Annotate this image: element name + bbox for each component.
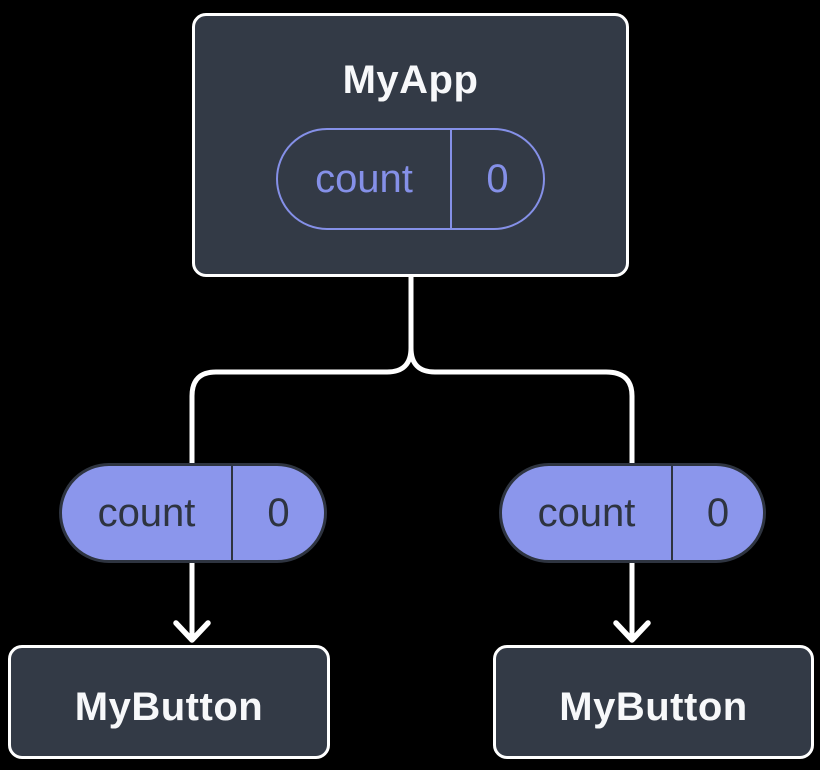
node-myapp: MyApp count 0: [192, 13, 629, 277]
mybutton-right-title: MyButton: [559, 685, 748, 729]
prop-value-label: 0: [706, 491, 730, 535]
state-value-label: 0: [486, 157, 509, 201]
branch-left-connector: [189, 347, 414, 463]
arrow-left-head-icon: [173, 620, 211, 643]
prop-key-label: count: [502, 466, 673, 560]
myapp-state-pill: count 0: [276, 128, 545, 230]
arrow-right-head-icon: [613, 620, 651, 643]
state-key-label: count: [278, 130, 452, 228]
node-mybutton-left: MyButton: [8, 645, 330, 759]
prop-pill-left: count 0: [59, 463, 327, 563]
prop-key-label: count: [62, 466, 233, 560]
mybutton-left-title: MyButton: [74, 685, 264, 729]
myapp-title: MyApp: [342, 58, 479, 102]
node-mybutton-right: MyButton: [493, 645, 814, 759]
prop-value-label: 0: [267, 491, 290, 535]
branch-right-connector: [408, 347, 635, 463]
prop-pill-right: count 0: [499, 463, 766, 563]
